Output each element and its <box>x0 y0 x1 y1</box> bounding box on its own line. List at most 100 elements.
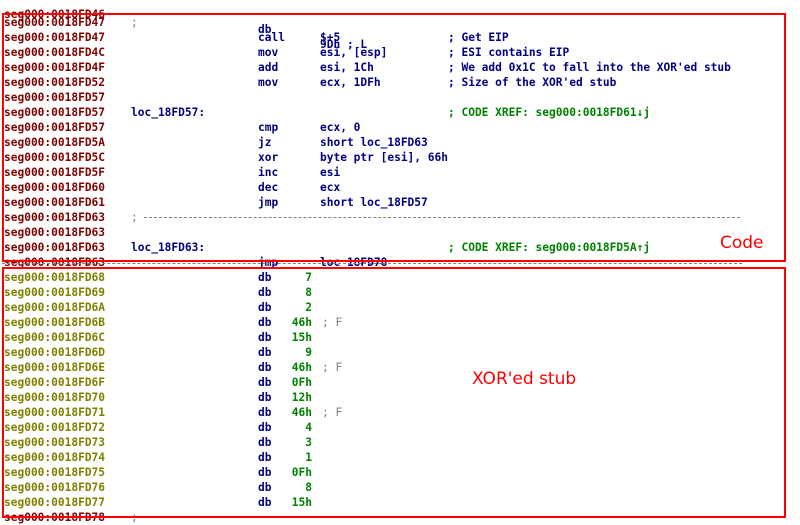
line-operand: esi <box>320 166 341 179</box>
line-mnemonic: db <box>258 481 272 494</box>
xref-comment: ; CODE XREF: seg000:0018FD61↓j <box>448 106 651 119</box>
listing-line-code[interactable]: seg000:0018FD63 loc_18FD63: ; CODE XREF: s… <box>0 240 800 255</box>
line-mnemonic: db <box>258 346 272 359</box>
listing-line-separator <box>0 256 800 271</box>
code-label: loc_18FD57: <box>131 106 206 119</box>
line-address: seg000:0018FD68 <box>4 271 106 284</box>
line-address: seg000:0018FD4F <box>4 61 106 74</box>
line-address: seg000:0018FD63 <box>4 256 106 269</box>
line-address: seg000:0018FD60 <box>4 181 106 194</box>
listing-line-code[interactable]: seg000:0018FD57 loc_18FD57: ; CODE XREF: s… <box>0 105 800 120</box>
line-address: seg000:0018FD74 <box>4 451 106 464</box>
byte-value: 46h <box>291 316 312 329</box>
line-mnemonic: db <box>258 361 272 374</box>
listing-line-code[interactable]: seg000:0018FD60 dec ecx <box>0 180 800 195</box>
listing-line-code[interactable]: seg000:0018FD63 <box>0 225 800 240</box>
line-operand: short loc_18FD57 <box>320 196 428 209</box>
line-comment: ; We add 0x1C to fall into the XOR'ed st… <box>448 61 731 74</box>
line-operand: loc_18FD78 <box>320 256 388 269</box>
line-comment: ; Size of the XOR'ed stub <box>448 76 617 89</box>
line-mnemonic: dec <box>258 181 279 194</box>
line-address: seg000:0018FD6B <box>4 316 106 329</box>
line-address: seg000:0018FD6E <box>4 361 106 374</box>
line-operand: esi, 1Ch <box>320 61 374 74</box>
line-address: seg000:0018FD72 <box>4 421 106 434</box>
separator-line <box>2 263 742 264</box>
line-address: seg000:0018FD57 <box>4 106 106 119</box>
byte-comment: ; F <box>322 361 343 374</box>
line-address: seg000:0018FD6A <box>4 301 106 314</box>
line-address: seg000:0018FD63 <box>4 241 106 254</box>
listing-line-partial-top: seg000:0018FD46 db 9Dh ; L <box>0 0 800 51</box>
line-mnemonic: db <box>258 376 272 389</box>
separator-line <box>144 217 740 218</box>
line-address: seg000:0018FD5A <box>4 136 106 149</box>
xref-comment: ; CODE XREF: seg000:0018FD5A↑j <box>448 241 651 254</box>
listing-line-code[interactable]: seg000:0018FD47; <box>0 15 800 30</box>
line-mnemonic: db <box>258 23 272 36</box>
line-operand: 9Dh ; L <box>320 38 368 51</box>
line-mnemonic: db <box>258 271 272 284</box>
line-mnemonic: db <box>258 331 272 344</box>
listing-line-code[interactable]: seg000:0018FD57 <box>0 90 800 105</box>
line-address: seg000:0018FD57 <box>4 91 106 104</box>
line-address: seg000:0018FD6C <box>4 331 106 344</box>
line-address: seg000:0018FD47 <box>4 16 106 29</box>
line-address: seg000:0018FD6F <box>4 376 106 389</box>
line-mnemonic: db <box>258 436 272 449</box>
line-mnemonic: call <box>258 31 285 44</box>
line-address: seg000:0018FD76 <box>4 481 106 494</box>
listing-line-code[interactable]: seg000:0018FD5F inc esi <box>0 165 800 180</box>
line-operand: $+5 <box>320 31 341 44</box>
line-mnemonic: inc <box>258 166 279 179</box>
xor-stub-annotation-label: XOR'ed stub <box>472 369 577 389</box>
line-operand: esi, [esp] <box>320 46 388 59</box>
byte-comment: ; F <box>322 316 343 329</box>
line-operand: ecx, 0 <box>320 121 361 134</box>
line-operand: ecx <box>320 181 341 194</box>
line-address: seg000:0018FD61 <box>4 196 106 209</box>
line-mnemonic: db <box>258 466 272 479</box>
line-address: seg000:0018FD63 <box>4 211 106 224</box>
separator-semicolon: ; <box>131 211 138 224</box>
listing-line-code[interactable]: seg000:0018FD63; <box>0 210 800 225</box>
xor-stub-highlight-box <box>2 267 786 518</box>
separator-semicolon: ; <box>131 16 138 29</box>
byte-value: 4 <box>305 421 312 434</box>
byte-value: 46h <box>291 406 312 419</box>
line-mnemonic: db <box>258 301 272 314</box>
line-mnemonic: jz <box>258 136 272 149</box>
byte-value: 12h <box>291 391 312 404</box>
code-label: loc_18FD63: <box>131 241 206 254</box>
line-operand: byte ptr [esi], 66h <box>320 151 448 164</box>
line-mnemonic: db <box>258 406 272 419</box>
line-address: seg000:0018FD5F <box>4 166 106 179</box>
line-mnemonic: db <box>258 451 272 464</box>
